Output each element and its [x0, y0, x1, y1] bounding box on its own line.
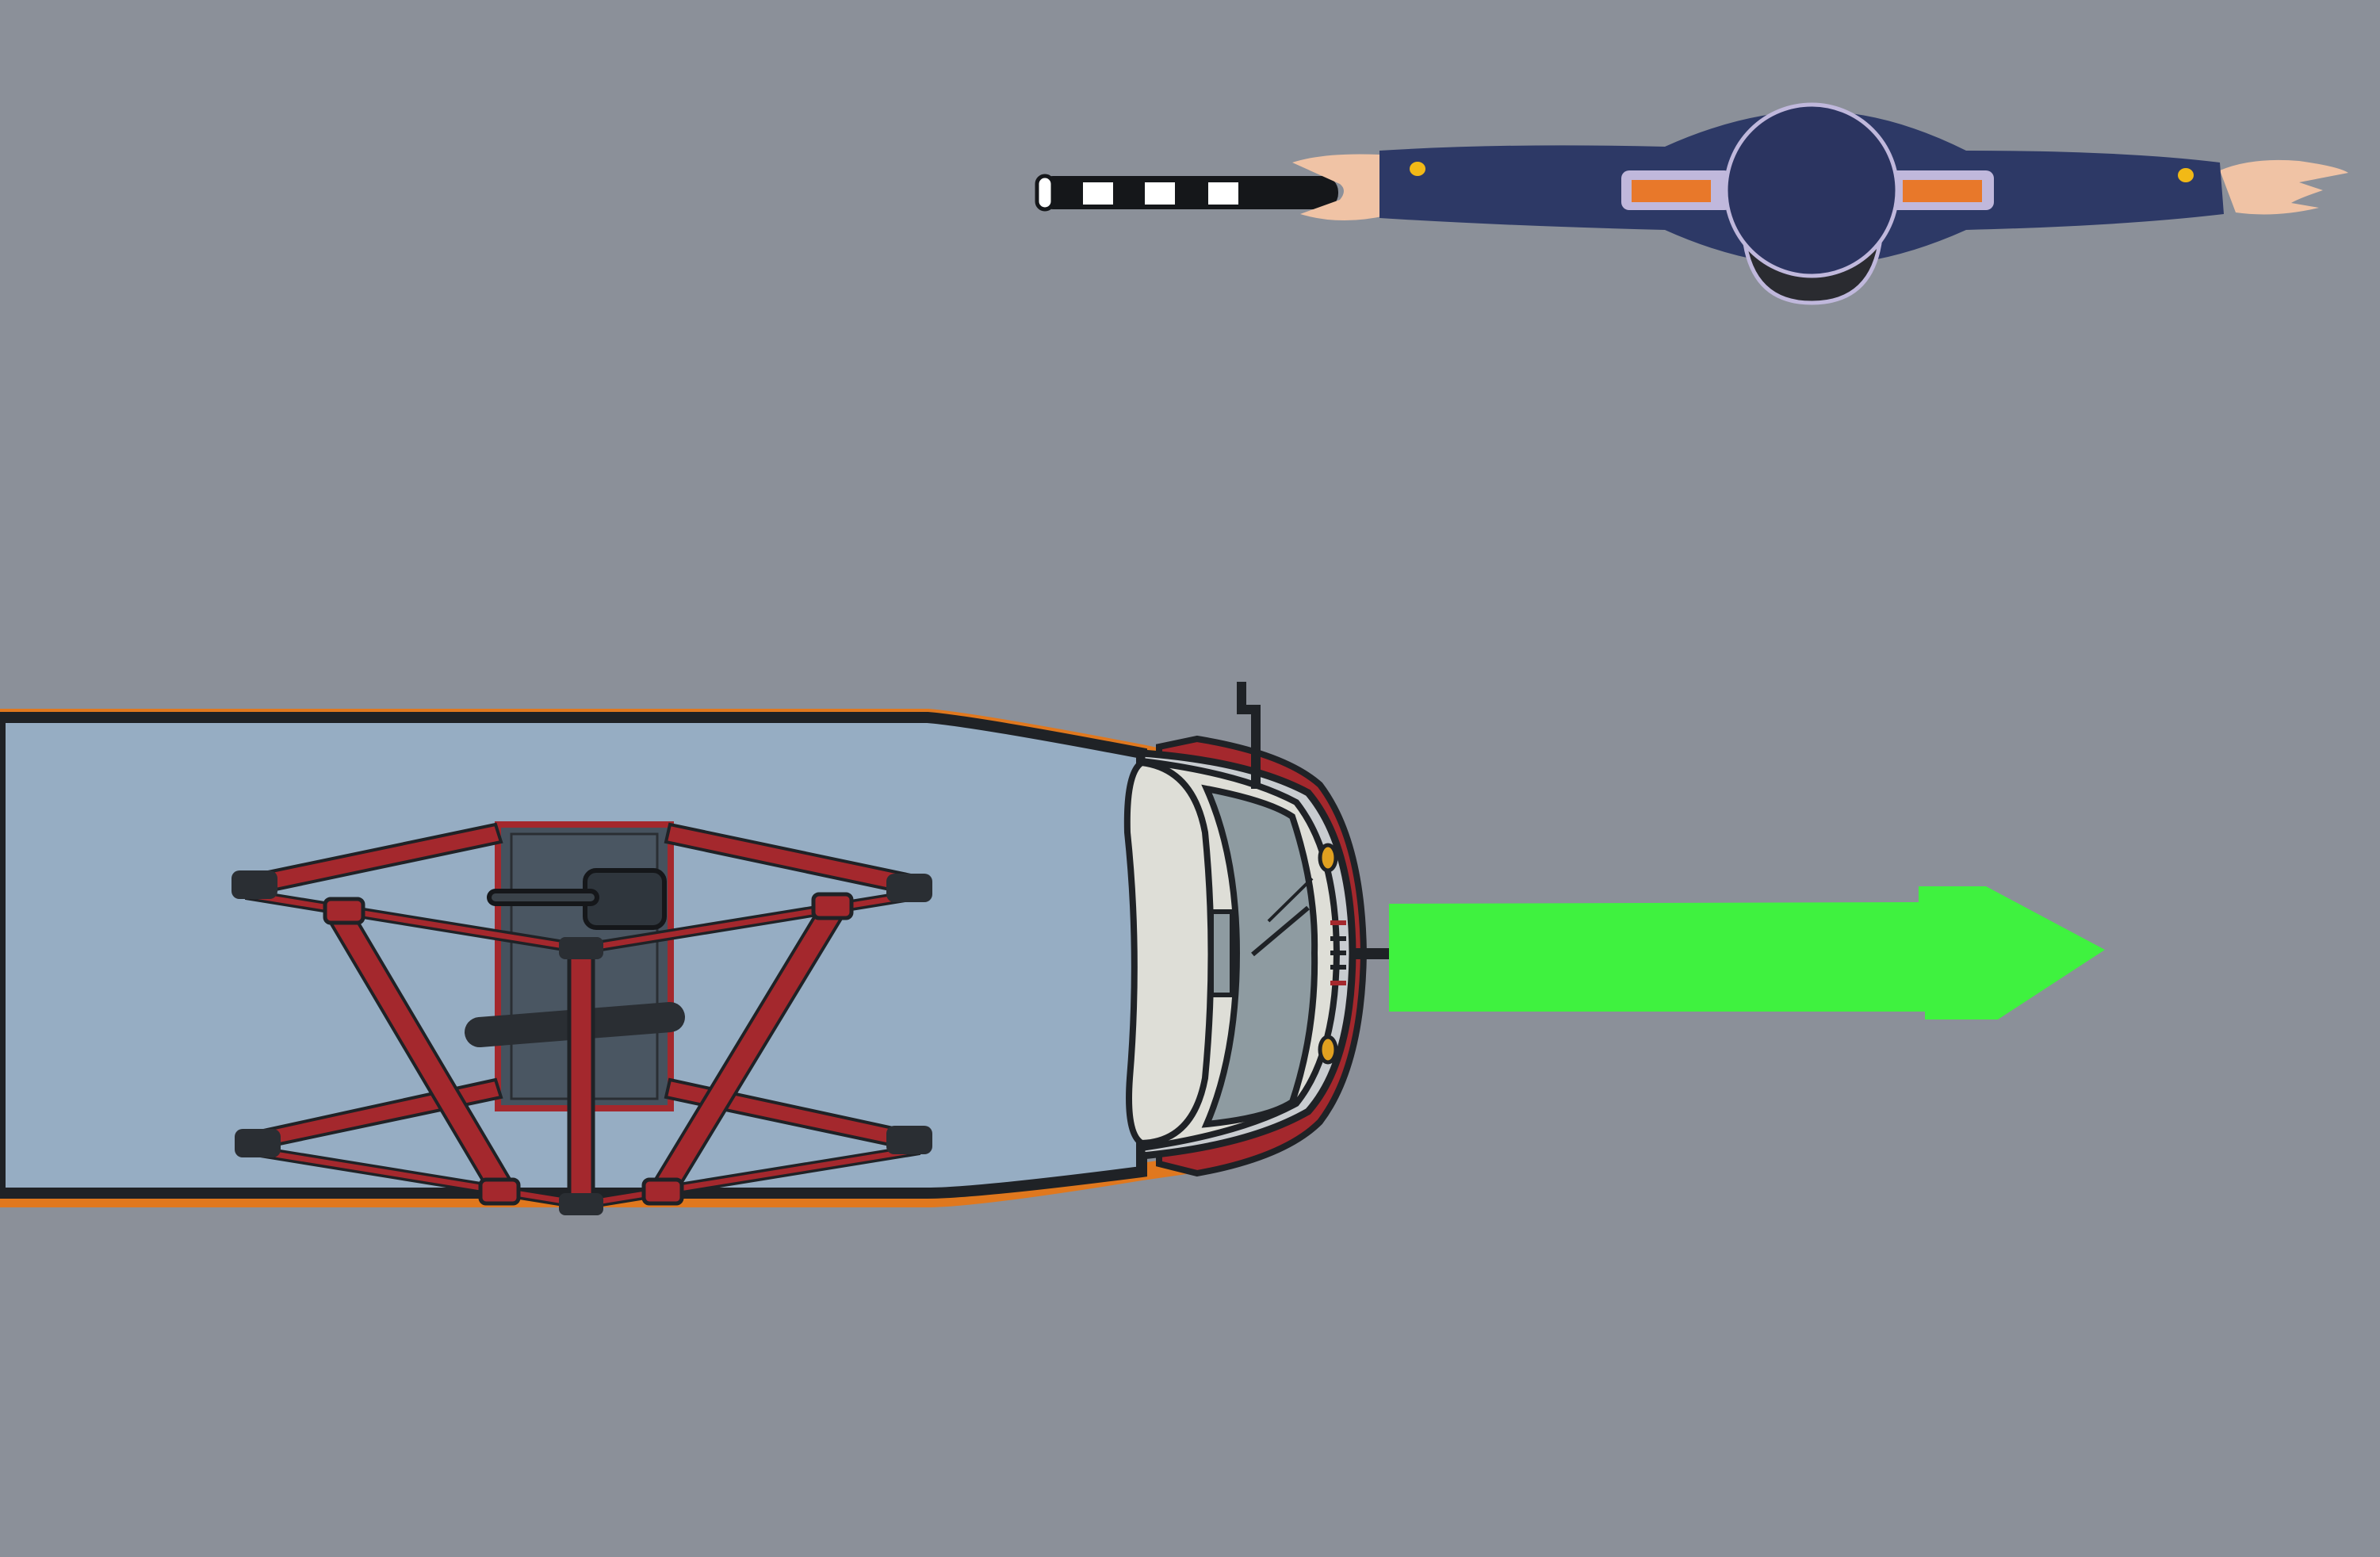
- pantograph-diagonal: [654, 905, 842, 1195]
- right-hand: [2220, 159, 2348, 215]
- uniform-button: [2178, 168, 2194, 182]
- baton-stripe: [1145, 182, 1175, 205]
- tram-icon: [0, 682, 1389, 1215]
- baton-body: [1037, 176, 1338, 209]
- side-mirror: [1237, 682, 1261, 789]
- baton-stripe: [1083, 182, 1113, 205]
- pantograph-cap: [886, 874, 932, 902]
- front-grille: [1330, 920, 1346, 985]
- wiper: [1267, 877, 1314, 923]
- pantograph-joint: [478, 1177, 521, 1206]
- pantograph-joint: [641, 1177, 684, 1206]
- baton-tip: [1035, 174, 1055, 212]
- pantograph-cap: [231, 870, 277, 899]
- headlight: [1318, 843, 1338, 873]
- traffic-baton-icon: [1035, 174, 1338, 212]
- left-hand: [1292, 154, 1386, 221]
- pantograph-rod: [245, 891, 580, 951]
- traffic-controller-icon: [1035, 102, 2348, 305]
- cap: [1724, 102, 1900, 278]
- pantograph-diagonal: [327, 905, 511, 1195]
- windshield: [1201, 784, 1318, 1128]
- shoulder-tag: [1632, 180, 1711, 202]
- windshield-frame: [1209, 909, 1234, 997]
- pantograph-joint: [811, 892, 854, 920]
- pantograph-rod: [245, 1146, 580, 1207]
- arrow-right-icon: [1389, 886, 2105, 1020]
- pantograph-joint: [323, 897, 365, 925]
- pantograph-joint: [559, 1193, 603, 1215]
- pantograph-cap: [886, 1126, 932, 1154]
- headlight: [1318, 1035, 1338, 1065]
- shoulder-tag: [1903, 180, 1982, 202]
- cab-front-panel: [1123, 759, 1215, 1147]
- pantograph-mast: [567, 945, 595, 1211]
- baton-stripe: [1208, 182, 1238, 205]
- uniform-button: [1410, 162, 1425, 176]
- wiper: [1251, 905, 1310, 957]
- pantograph: [231, 822, 932, 1215]
- pantograph-rod: [586, 891, 920, 951]
- pantograph-cap: [235, 1129, 281, 1157]
- pantograph-joint: [559, 937, 603, 959]
- tram-cab: [1123, 682, 1389, 1177]
- coupler: [1353, 948, 1389, 959]
